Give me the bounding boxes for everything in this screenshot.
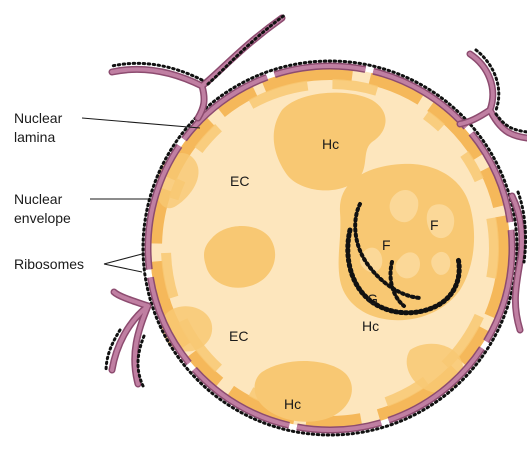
label-ec-upper: EC [230,173,249,189]
nucleolus [339,164,474,320]
label-hc-bottom: Hc [284,396,301,412]
leader-ribosomes-2 [104,264,142,272]
label-hc-top: Hc [322,136,339,152]
label-ribosomes: Ribosomes [14,256,84,272]
label-nuclear-envelope-line2: envelope [14,210,71,226]
leader-ribosomes-1 [104,254,142,264]
label-f-left: F [382,237,391,253]
label-nuclear-lamina-line1: Nuclear [14,110,63,126]
label-g: G [367,291,378,307]
label-f-right: F [430,217,439,233]
label-nuclear-envelope-line1: Nuclear [14,191,63,207]
label-ec-lower: EC [229,328,248,344]
label-hc-nucleolus: Hc [362,318,379,334]
leader-nuclear-lamina [82,118,200,128]
label-nuclear-lamina-line2: lamina [14,129,55,145]
